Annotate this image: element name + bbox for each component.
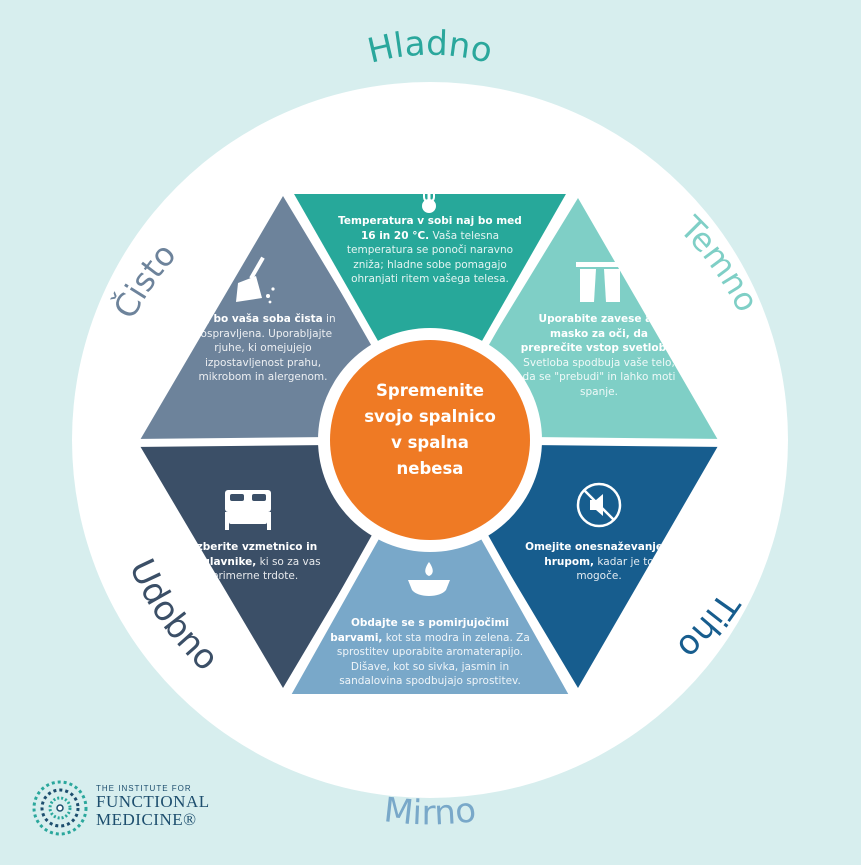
- center-line-4: nebesa: [396, 459, 464, 478]
- logo-emblem: [32, 780, 88, 836]
- segment-udobno-bold: Izberite vzmetnico in vzglavnike,: [189, 541, 318, 568]
- segment-hladno-bold: Temperatura v sobi naj bo med 16 in 20 °…: [338, 215, 522, 242]
- center-line-2: svojo spalnico: [364, 407, 496, 426]
- segment-udobno-rest: ki so za vas primerne trdote.: [211, 555, 321, 583]
- thermometer-icon: [422, 171, 442, 213]
- segment-hladno: [290, 194, 570, 440]
- segment-text-cisto: Naj bo vaša soba čista in pospravljena. …: [183, 312, 343, 385]
- segment-cisto-bold: Naj bo vaša soba čista: [190, 313, 323, 325]
- center-line-1: Spremenite: [376, 381, 484, 400]
- segment-tiho-rest: kadar je to mogoče.: [576, 555, 654, 583]
- logo-line-3: MEDICINE®: [96, 810, 197, 829]
- segment-text-temno: Uporabite zavese ali masko za oči, da pr…: [520, 312, 678, 399]
- segment-temno-rest: Svetloba spodbuja vaše telo, da se "preb…: [522, 356, 676, 398]
- segment-text-tiho: Omejite onesnaževanje s hrupom, kadar je…: [524, 540, 674, 584]
- ring-label-mirno: Mirno: [382, 790, 478, 833]
- segment-temno-bold: Uporabite zavese ali masko za oči, da pr…: [520, 313, 678, 354]
- segment-cisto-rest: in pospravljena. Uporabljajte rjuhe, ki …: [193, 313, 336, 383]
- segment-text-hladno: Temperatura v sobi naj bo med 16 in 20 °…: [332, 214, 528, 287]
- center-headline: Spremenite svojo spalnico v spalna nebes…: [340, 378, 520, 482]
- logo-line-2: FUNCTIONAL: [96, 792, 210, 811]
- logo: THE INSTITUTE FOR FUNCTIONAL MEDICINE®: [96, 784, 210, 829]
- curtains-icon: [576, 262, 624, 302]
- segment-mirno-bold: Obdajte se s pomirjujočimi barvami,: [330, 617, 510, 644]
- center-circle: [330, 340, 530, 540]
- segment-hladno-rest: Vaša telesna temperatura se ponoči narav…: [346, 229, 514, 286]
- segment-mirno-rest: kot sta modra in zelena. Za sprostitev u…: [336, 631, 530, 688]
- broom-icon: [236, 256, 275, 304]
- logo-line-1: THE INSTITUTE FOR: [96, 784, 192, 793]
- segment-text-udobno: Izberite vzmetnico in vzglavnike, ki so …: [180, 540, 330, 584]
- mute-icon: [576, 482, 622, 528]
- center-line-3: v spalna: [391, 433, 469, 452]
- bed-icon: [225, 490, 271, 530]
- candle-icon: [408, 562, 450, 596]
- segment-tiho-bold: Omejite onesnaževanje s hrupom,: [525, 541, 673, 568]
- ring-label-hladno: Hladno: [364, 24, 496, 72]
- segment-text-mirno: Obdajte se s pomirjujočimi barvami, kot …: [330, 616, 530, 689]
